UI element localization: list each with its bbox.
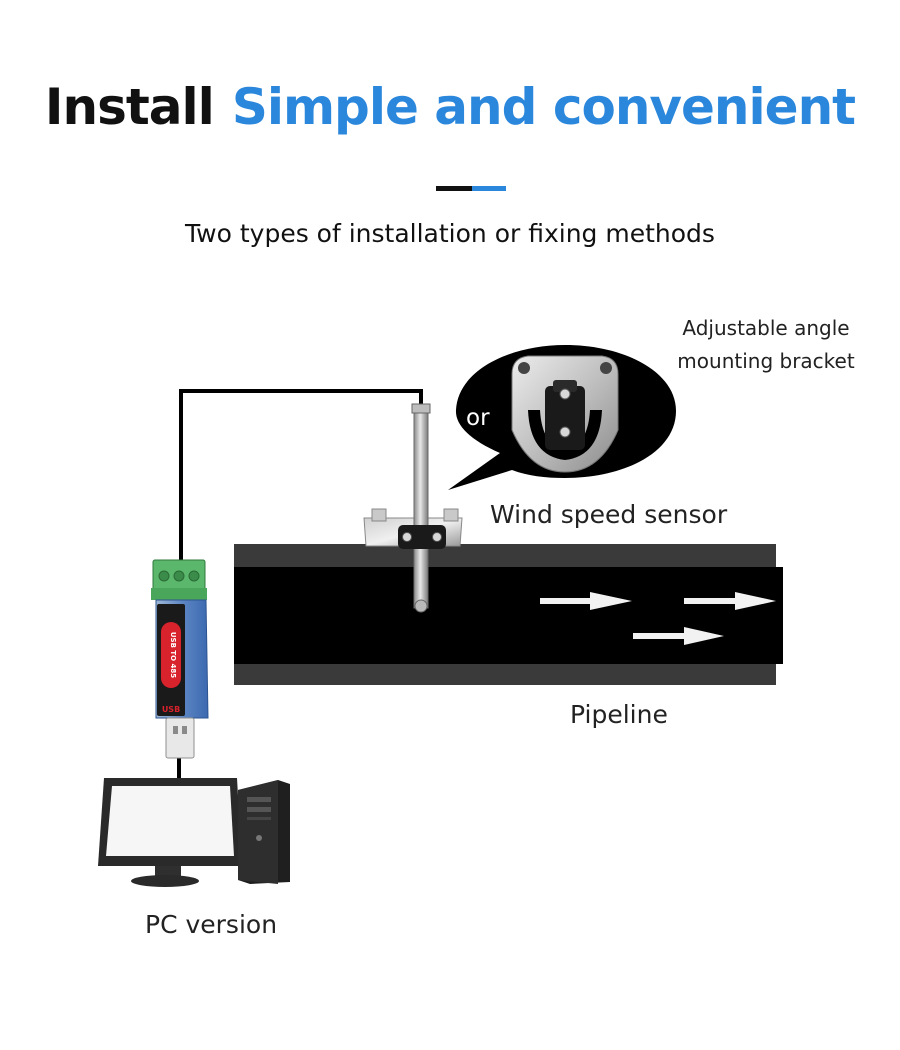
pipe-wall-bottom <box>234 662 776 685</box>
title-divider-blue <box>472 186 506 191</box>
bracket-icon <box>511 355 619 473</box>
converter-usb-text: USB <box>162 705 180 714</box>
flow-arrow-icon <box>540 592 776 645</box>
pc-monitor-icon <box>98 778 242 887</box>
title-divider-dark <box>436 186 472 191</box>
title-install: Install <box>44 78 215 136</box>
bracket-label-line2: mounting bracket <box>677 349 855 373</box>
pc-label: PC version <box>145 910 278 939</box>
sensor-rod <box>413 407 429 609</box>
sensor-label: Wind speed sensor <box>490 500 728 529</box>
pipeline-label: Pipeline <box>570 700 668 729</box>
or-label: or <box>466 405 490 431</box>
pc-tower-icon <box>238 780 290 884</box>
title-highlight: Simple and convenient <box>231 78 856 136</box>
bracket-label-line1: Adjustable angle <box>682 316 850 340</box>
page-subtitle: Two types of installation or fixing meth… <box>185 219 715 248</box>
pipe-wall-top <box>234 544 776 568</box>
usb-plug <box>165 717 195 759</box>
converter-model-text: USB TO 485 <box>169 632 177 678</box>
pipeline <box>234 544 783 685</box>
wind-sensor-icon <box>363 403 463 613</box>
usb-converter-icon: USB TO 485 USB <box>151 559 209 759</box>
signal-cable <box>179 389 423 562</box>
sensor-clamp <box>398 525 446 549</box>
bracket-label: Adjustable angle mounting bracket <box>652 312 880 378</box>
page-title: Install Simple and convenient <box>0 78 900 136</box>
pipe-interior <box>234 567 783 664</box>
bracket-callout <box>448 345 676 490</box>
